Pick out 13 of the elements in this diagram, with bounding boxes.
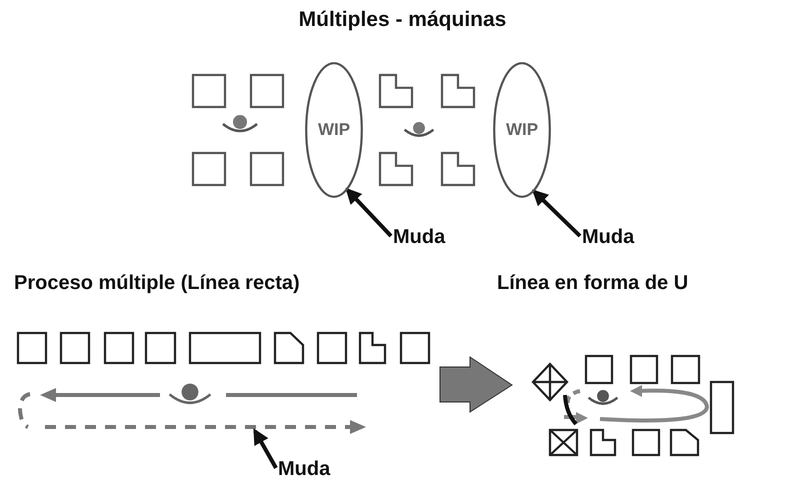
muda-label: Muda [393, 226, 446, 249]
node-label: WIP [316, 120, 352, 140]
muda-label: Muda [582, 226, 634, 249]
wip-ellipse [493, 62, 551, 198]
leader-arrow [345, 188, 392, 238]
wip-ellipse [305, 62, 363, 198]
leader-arrow [253, 428, 278, 469]
section-heading: Línea en forma de U [497, 272, 688, 295]
section-heading: Proceso múltiple (Línea recta) [14, 272, 300, 295]
muda-label: Muda [278, 458, 330, 481]
diagram-title: Múltiples - máquinas [298, 8, 508, 32]
node-label: WIP [504, 120, 540, 140]
leader-arrow [532, 189, 582, 238]
